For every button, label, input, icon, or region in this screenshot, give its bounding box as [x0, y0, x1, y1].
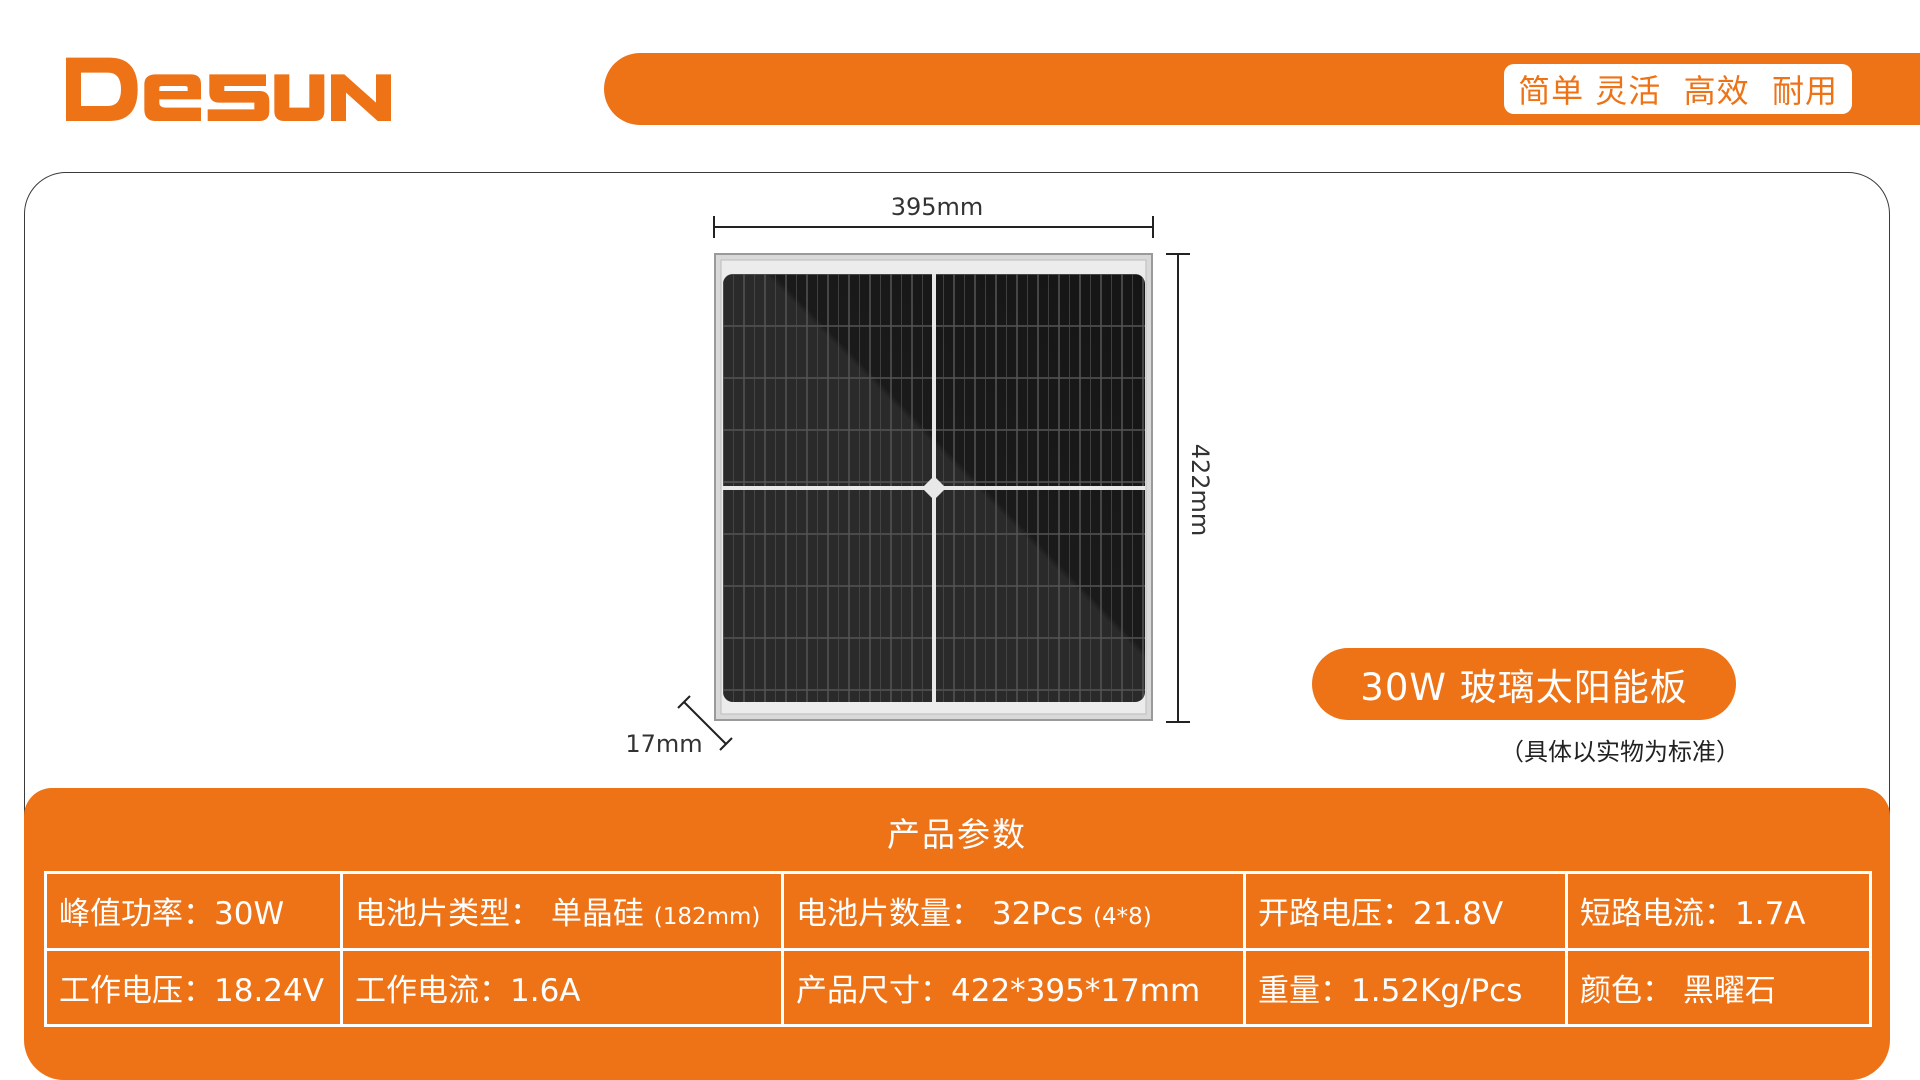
- solar-panel-drawing: 395mm 422mm 17mm: [625, 193, 1214, 758]
- height-label: 422mm: [1186, 444, 1214, 537]
- width-label: 395mm: [891, 193, 984, 221]
- thickness-dimension: 17mm: [625, 695, 733, 758]
- spec-working-current: 工作电流：1.6A: [340, 947, 784, 1027]
- spec-open-circuit-voltage: 开路电压：21.8V: [1243, 871, 1568, 951]
- product-illustration-area: 395mm 422mm 17mm: [625, 193, 1214, 758]
- disclaimer-note: （具体以实物为标准）: [1500, 738, 1740, 766]
- desun-logo: [66, 44, 396, 128]
- spec-cell-count: 电池片数量： 32Pcs (4*8): [781, 871, 1246, 951]
- spec-product-size: 产品尺寸：422*395*17mm: [781, 947, 1246, 1027]
- table-row: 峰值功率：30W 电池片类型： 单晶硅 (182mm) 电池片数量： 32Pcs…: [44, 871, 1872, 951]
- header-bar: 简单 灵活 高效 耐用: [604, 53, 1920, 125]
- spec-cell-type: 电池片类型： 单晶硅 (182mm): [340, 871, 784, 951]
- spec-weight: 重量：1.52Kg/Pcs: [1243, 947, 1568, 1027]
- spec-working-voltage: 工作电压：18.24V: [44, 947, 343, 1027]
- parameters-panel: 产品参数 峰值功率：30W 电池片类型： 单晶硅 (182mm) 电池片数量： …: [24, 788, 1890, 1080]
- desun-logo-graphic: [66, 57, 391, 121]
- slogan-badge: 简单 灵活 高效 耐用: [1504, 64, 1852, 114]
- product-name-badge: 30W 玻璃太阳能板: [1312, 648, 1736, 720]
- table-row: 工作电压：18.24V 工作电流：1.6A 产品尺寸：422*395*17mm …: [44, 947, 1872, 1027]
- parameters-title: 产品参数: [887, 815, 1027, 854]
- parameters-table: 峰值功率：30W 电池片类型： 单晶硅 (182mm) 电池片数量： 32Pcs…: [44, 871, 1872, 1027]
- thickness-label: 17mm: [625, 730, 702, 758]
- spec-peak-power: 峰值功率：30W: [44, 871, 343, 951]
- width-dimension: 395mm: [713, 193, 1154, 238]
- spec-color: 颜色： 黑曜石: [1565, 947, 1872, 1027]
- height-dimension: 422mm: [1166, 253, 1214, 723]
- spec-short-circuit-current: 短路电流：1.7A: [1565, 871, 1872, 951]
